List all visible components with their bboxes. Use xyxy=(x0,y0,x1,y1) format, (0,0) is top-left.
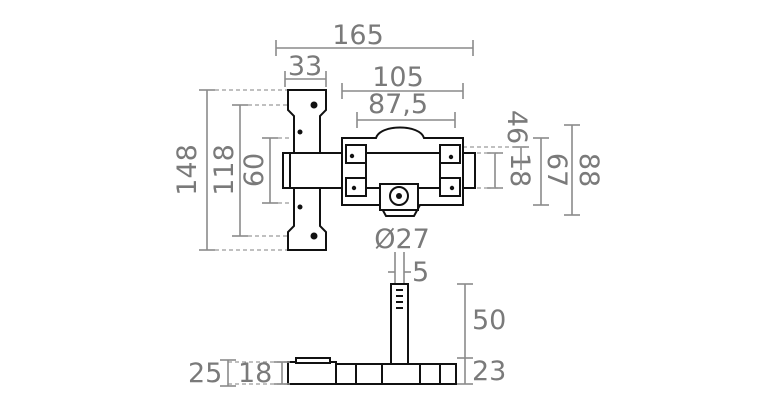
bolt-bar xyxy=(282,152,344,189)
dim-label-5: 5 xyxy=(412,257,429,288)
dim-body-depth: 23 xyxy=(457,356,506,387)
dim-label-18-bottom: 18 xyxy=(238,358,272,389)
screw-hole-icon xyxy=(310,232,318,240)
dim-plate-depth: 18 xyxy=(238,358,290,389)
dim-key-width: 5 xyxy=(388,252,429,288)
dim-total-depth: 25 xyxy=(188,358,236,389)
dim-bolt-inner-length: 87,5 xyxy=(356,89,456,128)
dim-bolt-height: 18 xyxy=(487,152,535,189)
dim-label-23: 23 xyxy=(472,356,506,387)
key-shaft xyxy=(390,283,409,365)
lock-side-profile xyxy=(228,357,457,385)
dim-label-88: 88 xyxy=(573,153,604,187)
lock-body xyxy=(341,126,476,217)
dim-label-diameter: Ø27 xyxy=(374,224,430,255)
screw-hole-icon xyxy=(297,129,303,135)
dim-key-length: 50 xyxy=(457,283,506,358)
dim-plate-hole-span: 118 xyxy=(209,104,248,237)
dim-label-67: 67 xyxy=(541,153,572,187)
dim-label-118: 118 xyxy=(209,144,240,196)
dim-label-87-5: 87,5 xyxy=(368,89,428,120)
dim-label-33: 33 xyxy=(288,51,322,82)
dim-body-height: 67 xyxy=(533,137,572,206)
dim-overall-height: 88 xyxy=(564,124,604,216)
dim-label-18: 18 xyxy=(504,153,535,187)
dim-label-25: 25 xyxy=(188,358,222,389)
screw-hole-icon xyxy=(297,204,303,210)
dim-label-50: 50 xyxy=(472,305,506,336)
dim-label-105: 105 xyxy=(372,62,424,93)
dim-label-46: 46 xyxy=(501,110,532,144)
dim-bolt-body-length: 105 xyxy=(341,62,464,99)
dim-plate-width: 33 xyxy=(284,51,327,87)
dim-plate-height: 148 xyxy=(172,89,215,251)
dim-label-60: 60 xyxy=(239,153,270,187)
dim-label-148: 148 xyxy=(172,144,203,196)
screw-hole-icon xyxy=(310,101,318,109)
dim-overall-width: 165 xyxy=(275,20,474,56)
dim-bar-height: 60 xyxy=(239,137,278,204)
dim-label-165: 165 xyxy=(332,20,384,51)
